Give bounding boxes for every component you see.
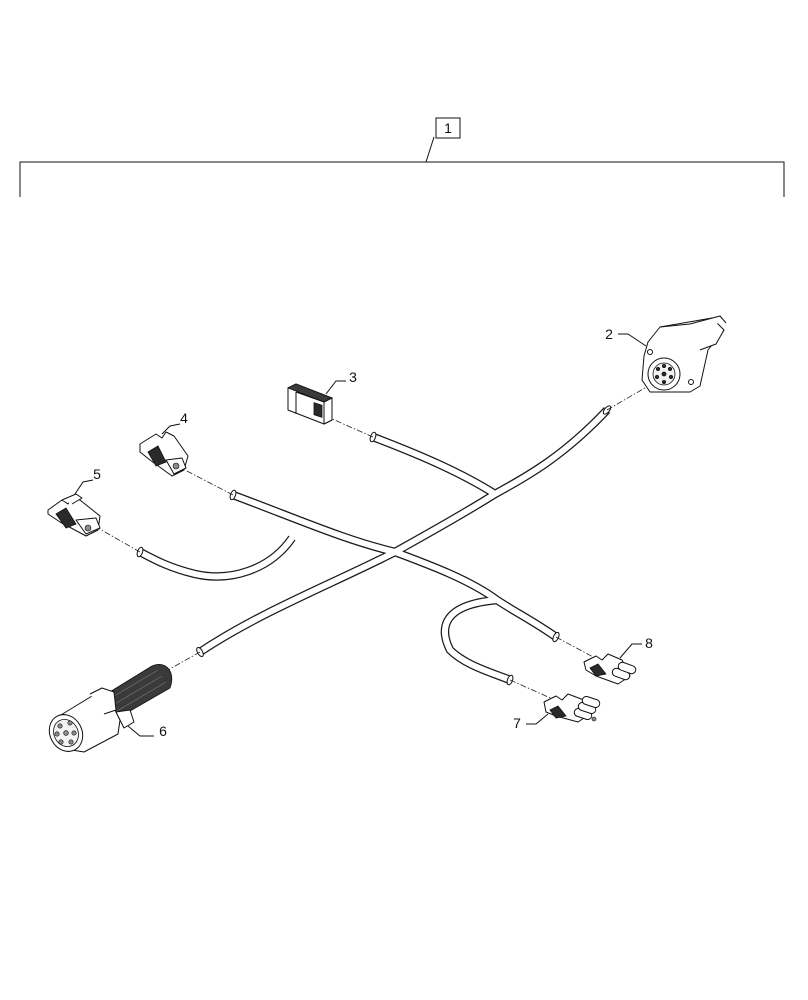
callout-6-label: 6 — [159, 723, 167, 739]
three-pin-connector — [543, 693, 601, 723]
callout-5-label: 5 — [93, 466, 101, 482]
callout-4: 4 — [161, 410, 188, 435]
callout-2: 2 — [605, 326, 647, 347]
two-pin-connector-right — [583, 653, 637, 685]
two-pin-connector-upper — [139, 431, 189, 477]
callout-6: 6 — [127, 723, 167, 739]
callout-3: 3 — [325, 369, 357, 395]
callout-2-label: 2 — [605, 326, 613, 342]
connection-lines — [97, 384, 651, 701]
callout-8: 8 — [619, 635, 653, 659]
assembly-bracket: 1 — [19, 117, 785, 197]
callout-7-label: 7 — [513, 715, 521, 731]
rectangular-connector — [287, 383, 333, 425]
callout-7: 7 — [513, 713, 549, 731]
callout-8-label: 8 — [645, 635, 653, 651]
harness-cable — [136, 405, 612, 686]
callout-5: 5 — [74, 466, 101, 495]
callout-3-label: 3 — [349, 369, 357, 385]
socket-receptacle — [641, 315, 727, 393]
two-pin-connector-left — [47, 493, 101, 537]
assembly-callout: 1 — [444, 120, 452, 136]
seven-pin-plug — [48, 664, 173, 753]
callout-4-label: 4 — [180, 410, 188, 426]
